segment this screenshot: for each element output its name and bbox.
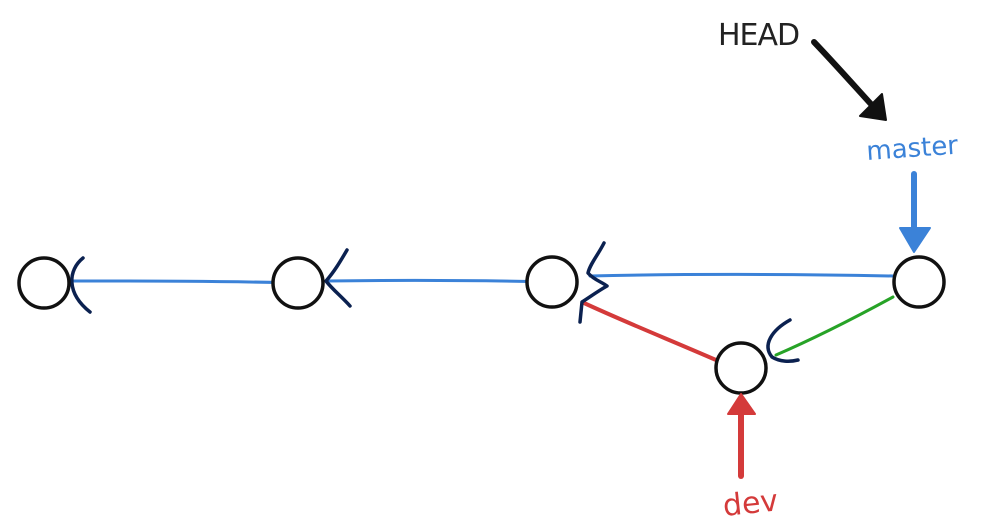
commit-node-c1 xyxy=(17,256,71,310)
arrowhead-c3 xyxy=(578,241,609,324)
edge-c4-to-c3 xyxy=(588,273,895,278)
arrowhead-c2 xyxy=(324,248,352,308)
commit-node-c5-dev xyxy=(714,341,768,395)
edge-c3-to-c2 xyxy=(324,278,552,284)
head-label: HEAD xyxy=(718,18,799,53)
arrowhead-dev xyxy=(766,318,800,363)
edge-dev-to-c3 xyxy=(582,301,718,362)
commit-node-c2 xyxy=(271,256,325,310)
head-arrow xyxy=(811,39,883,117)
head-arrowhead xyxy=(859,93,887,121)
master-label: master xyxy=(865,131,959,167)
commit-node-c4-master xyxy=(892,255,946,309)
arrowhead-c1 xyxy=(70,256,92,314)
dev-arrowhead xyxy=(727,393,756,415)
edge-master-to-dev xyxy=(774,295,895,357)
commit-node-c3 xyxy=(525,255,579,309)
edge-c2-to-c1 xyxy=(70,279,300,285)
dev-label: dev xyxy=(721,483,780,524)
master-arrowhead xyxy=(899,227,931,253)
